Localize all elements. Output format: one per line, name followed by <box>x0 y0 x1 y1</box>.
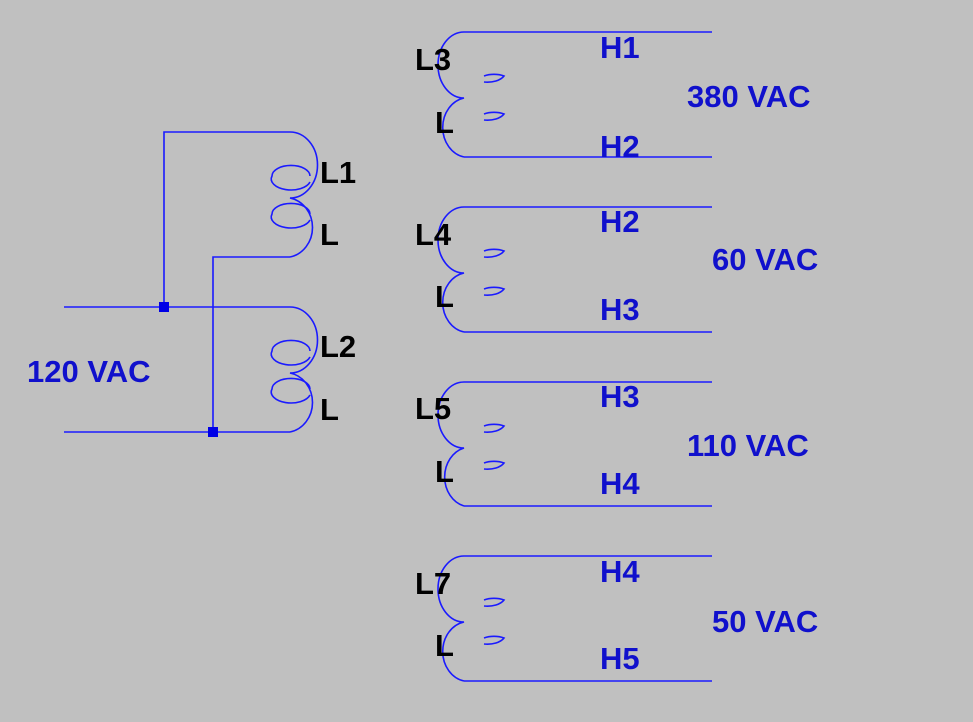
terminal-label-bottom: H4 <box>600 466 640 501</box>
coil-l3 <box>437 31 506 158</box>
coil-l2 <box>270 306 319 433</box>
coil-value-label: L <box>435 628 454 663</box>
secondary-winding-3: L5 L H3 H4 110 VAC <box>415 379 809 507</box>
coil-ref-label: L2 <box>320 329 356 364</box>
coil-ref-label: L4 <box>415 217 452 252</box>
coil-value-label: L <box>320 217 339 252</box>
secondary-winding-2: L4 L H2 H3 60 VAC <box>415 204 818 333</box>
primary-circuit: L1 L L2 L 120 VAC <box>27 131 356 437</box>
coil-value-label: L <box>435 279 454 314</box>
wire-strap-l1-top <box>163 131 290 307</box>
terminal-label-bottom: H2 <box>600 129 640 164</box>
primary-voltage-label: 120 VAC <box>27 354 151 389</box>
coil-ref-label: L5 <box>415 391 451 426</box>
coil-value-label: L <box>435 454 454 489</box>
terminal-label-bottom: H5 <box>600 641 640 676</box>
junction-dot <box>208 427 218 437</box>
coil-value-label: L <box>320 392 339 427</box>
wire-strap-l1-bottom <box>212 256 290 432</box>
junction-dot <box>159 302 169 312</box>
coil-value-label: L <box>435 105 454 140</box>
secondary-voltage-label: 60 VAC <box>712 242 818 277</box>
secondary-voltage-label: 50 VAC <box>712 604 818 639</box>
terminal-label-bottom: H3 <box>600 292 640 327</box>
coil-l4 <box>437 206 506 333</box>
coil-l7 <box>437 555 506 682</box>
secondary-voltage-label: 110 VAC <box>687 428 809 463</box>
secondary-winding-1: L3 L H1 H2 380 VAC <box>415 30 811 164</box>
coil-l5 <box>437 381 506 507</box>
terminal-label-top: H2 <box>600 204 640 239</box>
terminal-label-top: H1 <box>600 30 640 65</box>
secondary-voltage-label: 380 VAC <box>687 79 811 114</box>
coil-ref-label: L3 <box>415 42 451 77</box>
terminal-label-top: H4 <box>600 554 640 589</box>
coil-l1 <box>270 131 319 258</box>
coil-ref-label: L1 <box>320 155 356 190</box>
secondary-winding-4: L7 L H4 H5 50 VAC <box>415 554 818 682</box>
terminal-label-top: H3 <box>600 379 640 414</box>
coil-ref-label: L7 <box>415 566 451 601</box>
